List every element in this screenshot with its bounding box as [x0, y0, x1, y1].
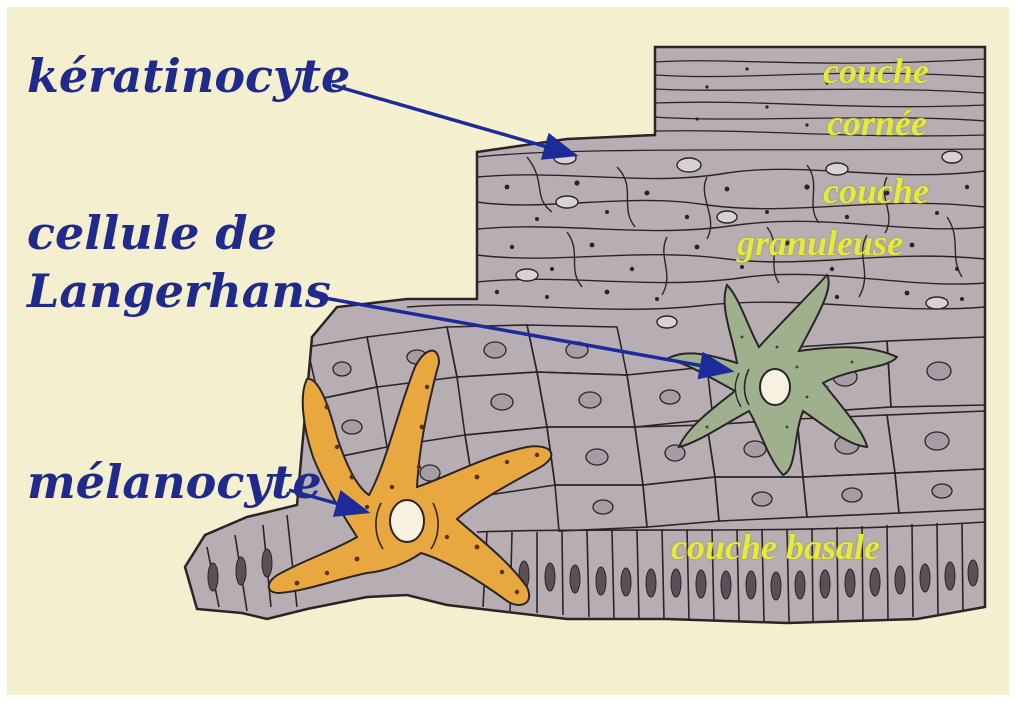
couche-cornee-label-line2: cornée: [827, 105, 927, 141]
couche-basale-label: couche basale: [671, 529, 880, 565]
keratinocyte-arrow: [332, 85, 575, 155]
diagram-frame: kératinocyte cellule de Langerhans mélan…: [7, 7, 1009, 695]
couche-granuleuse-label-line2: granuleuse: [737, 225, 903, 261]
couche-granuleuse-label-line1: couche: [823, 173, 929, 209]
couche-cornee-label-line1: couche: [823, 53, 929, 89]
langerhans-label-line2: Langerhans: [27, 268, 331, 314]
melanocyte-label: mélanocyte: [27, 459, 322, 505]
keratinocyte-label: kératinocyte: [27, 53, 350, 99]
langerhans-label-line1: cellule de: [27, 210, 277, 256]
